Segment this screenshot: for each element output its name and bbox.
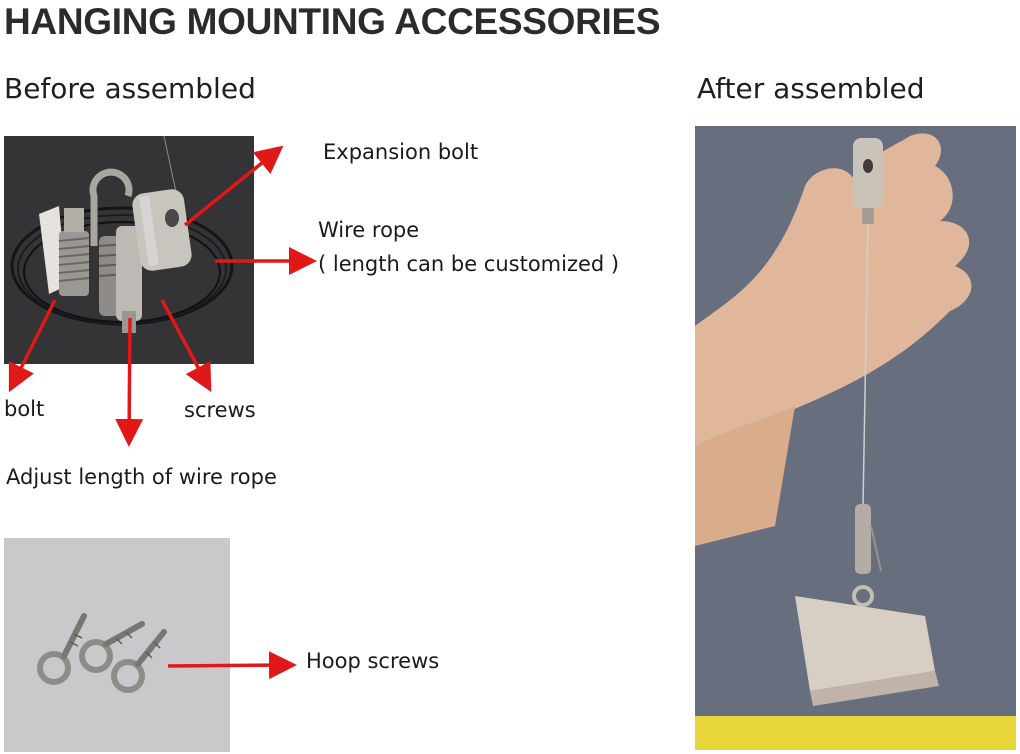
base-block (795, 596, 935, 691)
hook-gripper (89, 168, 133, 246)
hoop-screw-group (37, 639, 145, 693)
after-assembled-heading: After assembled (697, 72, 925, 105)
kit-components-image (4, 136, 254, 364)
label-wire-rope: Wire rope (318, 218, 420, 242)
hoop-screws-image (4, 538, 230, 752)
yellow-strip (695, 716, 1016, 750)
lower-adjuster (855, 504, 871, 574)
label-hoop-screws: Hoop screws (306, 649, 440, 673)
label-bolt: bolt (4, 397, 45, 421)
label-wire-rope-note: ( length can be customized ) (318, 252, 620, 276)
assembled-image (695, 126, 1016, 750)
wire-rope-line (862, 223, 869, 507)
label-expansion-bolt: Expansion bolt (323, 140, 479, 164)
before-assembled-heading: Before assembled (4, 72, 256, 105)
hoop-screws-photo (4, 538, 230, 752)
assembled-photo (695, 126, 1016, 750)
kit-components-photo (4, 136, 254, 364)
hand (695, 133, 972, 446)
label-adjust-length: Adjust length of wire rope (6, 465, 277, 489)
label-screws: screws (184, 398, 256, 422)
page-title: HANGING MOUNTING ACCESSORIES (4, 1, 661, 42)
length-adjuster (116, 226, 142, 321)
